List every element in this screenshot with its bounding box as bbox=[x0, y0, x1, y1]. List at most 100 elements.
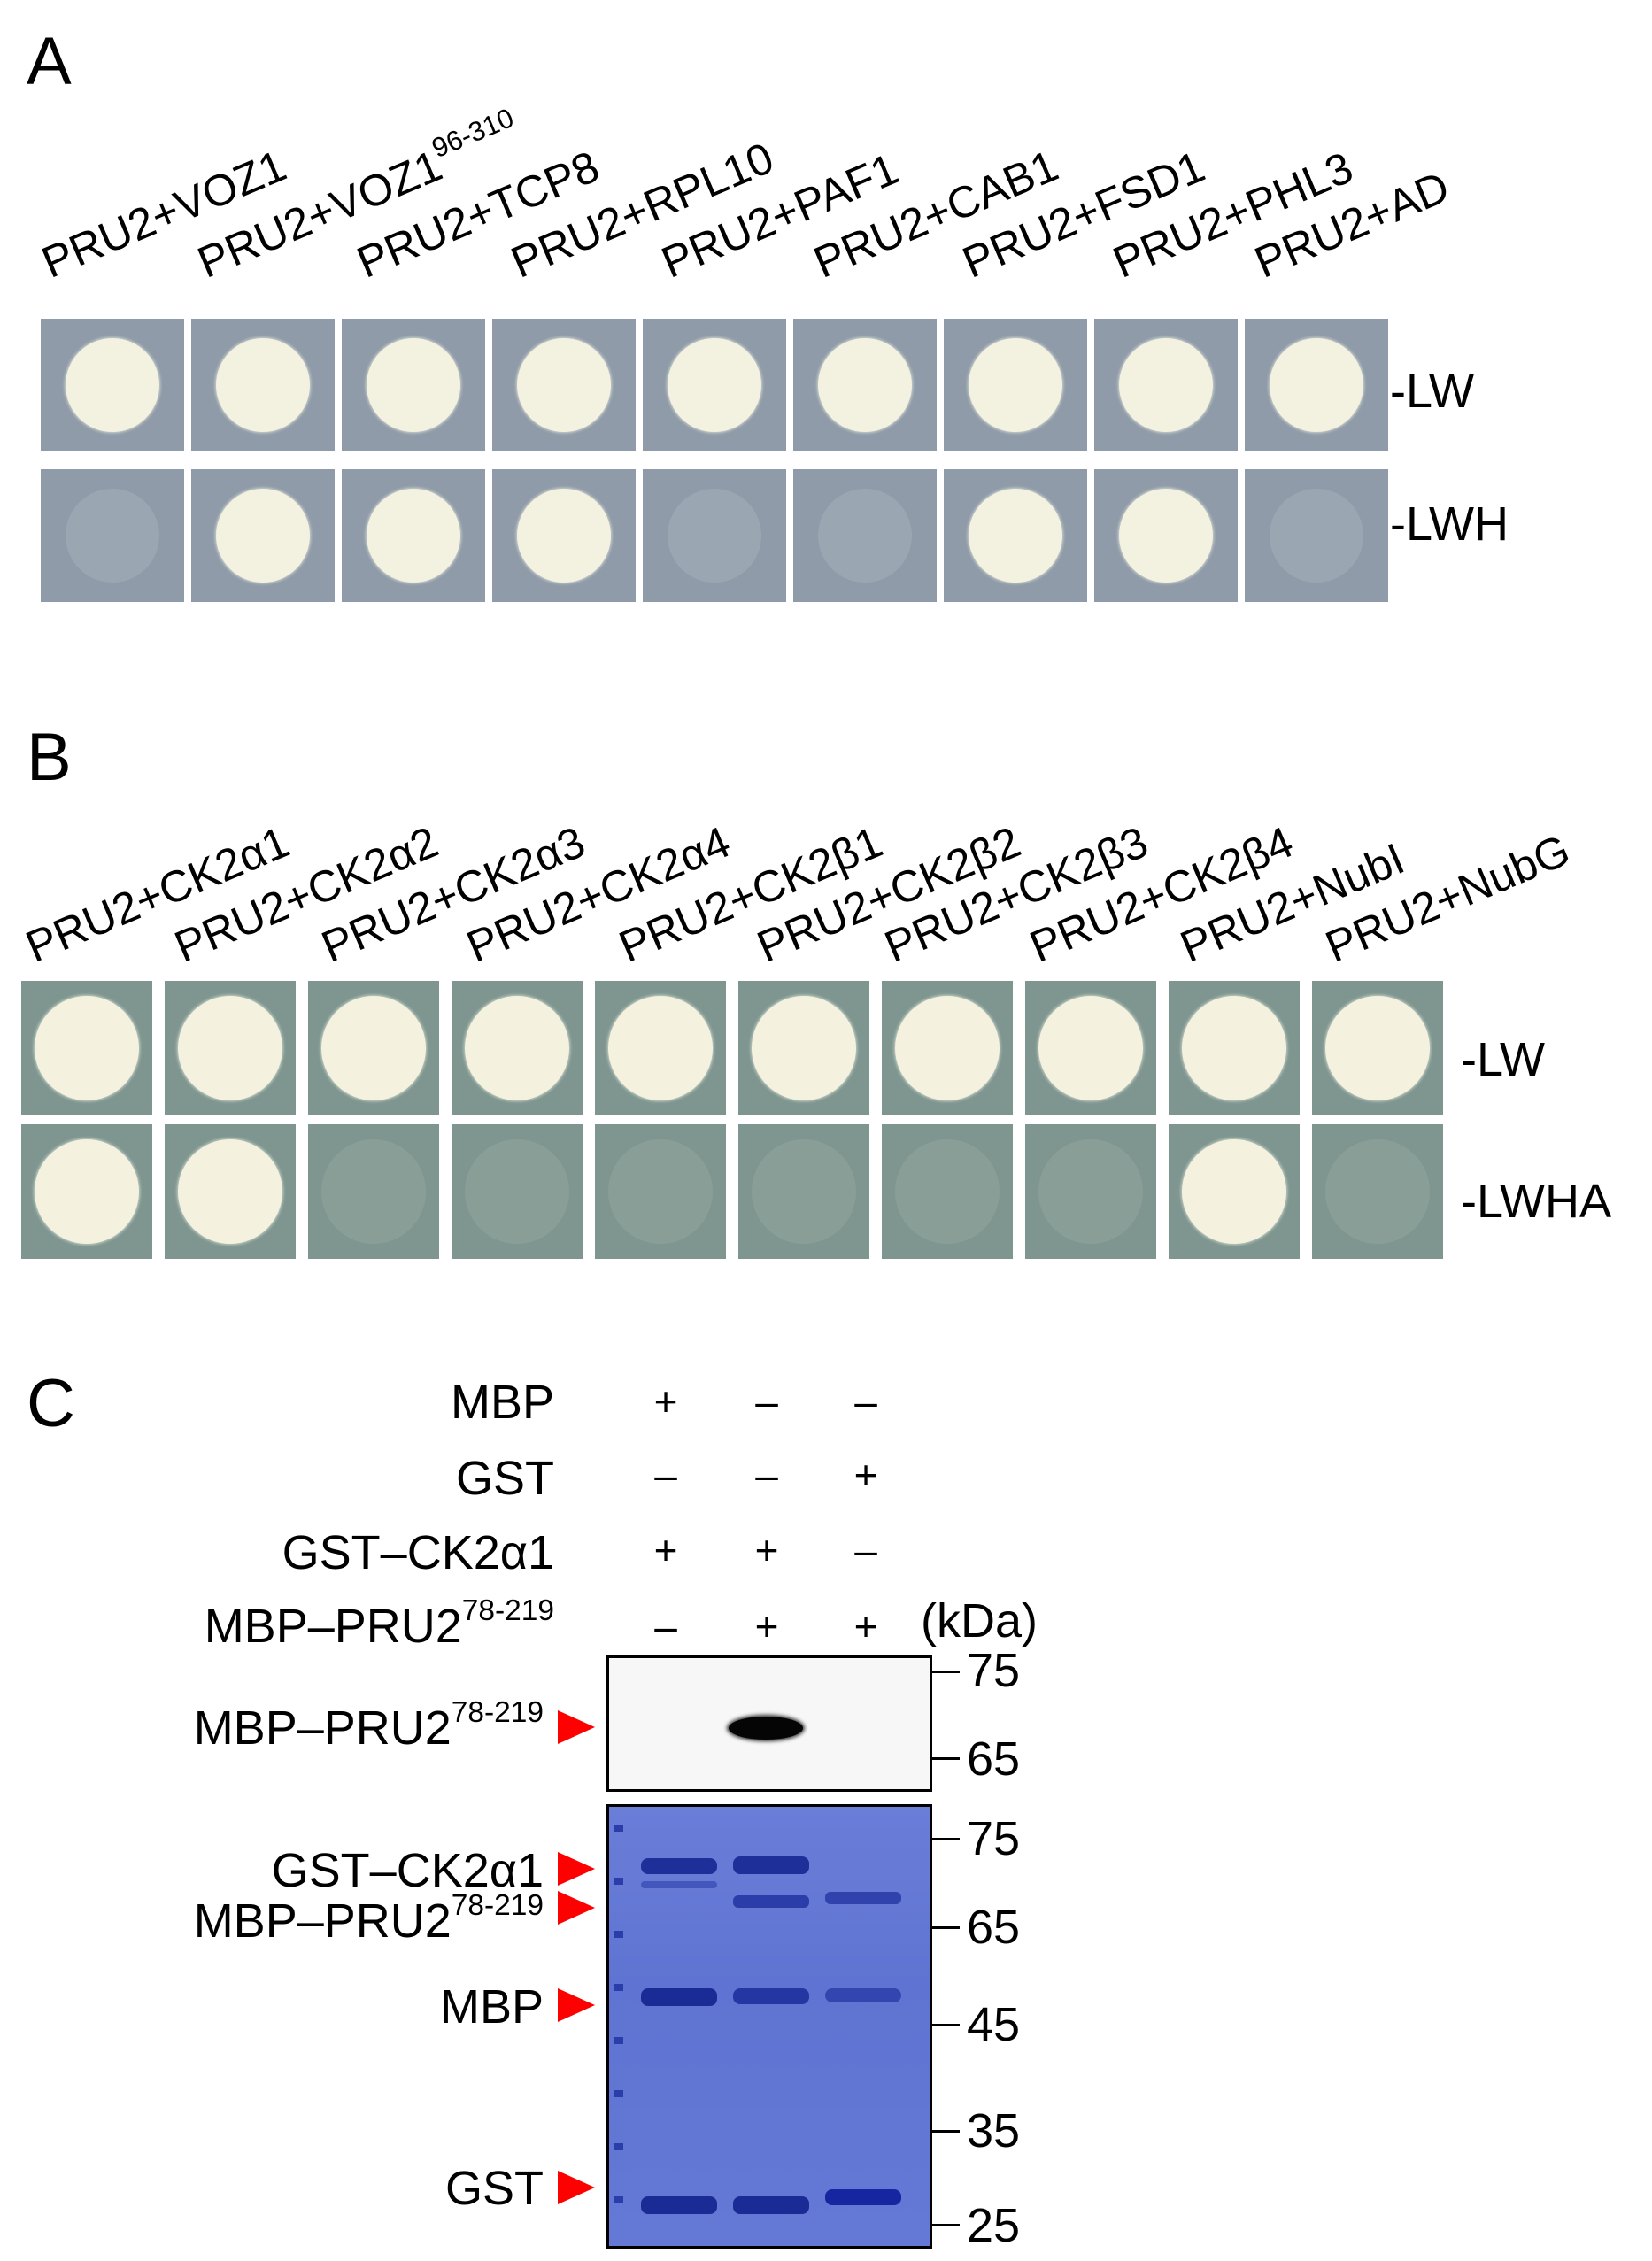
panel-b-letter: B bbox=[27, 720, 72, 795]
plate-tile bbox=[41, 469, 184, 602]
colony-no-growth bbox=[895, 1139, 1000, 1244]
plate-tile bbox=[1025, 1124, 1156, 1259]
gel-band bbox=[641, 1858, 717, 1874]
gel-band-label-mbp: MBP bbox=[439, 1980, 544, 2033]
plate-tile bbox=[1094, 319, 1238, 451]
gel-marker-35: 35 bbox=[967, 2104, 1021, 2157]
colony-growth bbox=[1182, 1139, 1286, 1244]
panel-b-row-label-lw: -LW bbox=[1461, 1033, 1545, 1086]
condition-label-gst: GST bbox=[455, 1452, 554, 1505]
panel-c-letter: C bbox=[27, 1366, 75, 1441]
colony-growth bbox=[35, 1139, 139, 1244]
panel-a-row-label-lwh: -LWH bbox=[1390, 498, 1509, 551]
western-band-label: MBP–PRU278-219 bbox=[194, 1698, 544, 1752]
colony-growth bbox=[35, 996, 139, 1100]
sign: – bbox=[755, 1452, 778, 1498]
sign: – bbox=[854, 1378, 877, 1424]
colony-no-growth bbox=[668, 489, 761, 583]
red-arrow bbox=[558, 2171, 595, 2204]
red-arrow bbox=[558, 1710, 595, 1744]
gel-band bbox=[825, 1892, 901, 1904]
colony-growth bbox=[367, 338, 460, 432]
red-arrow bbox=[558, 1988, 595, 2022]
colony-growth bbox=[608, 996, 713, 1100]
plate-tile bbox=[738, 981, 869, 1115]
gel-band-label-mbp-pru2: MBP–PRU278-219 bbox=[194, 1891, 544, 1945]
plate-tile bbox=[944, 319, 1087, 451]
colony-growth bbox=[969, 489, 1062, 583]
plate-tile bbox=[1169, 1124, 1300, 1259]
colony-no-growth bbox=[1038, 1139, 1143, 1244]
plate-tile bbox=[793, 319, 937, 451]
colony-growth bbox=[818, 338, 912, 432]
plate-tile bbox=[595, 1124, 726, 1259]
marker-tick bbox=[930, 1757, 960, 1760]
colony-growth bbox=[752, 996, 856, 1100]
gel-marker-75: 75 bbox=[967, 1812, 1021, 1865]
panel-b-row-label-lwha: -LWHA bbox=[1461, 1175, 1611, 1228]
plate-tile bbox=[944, 469, 1087, 602]
colony-growth bbox=[668, 338, 761, 432]
plate-tile bbox=[1094, 469, 1238, 602]
plate-tile bbox=[1312, 1124, 1443, 1259]
gel-band bbox=[641, 1881, 717, 1888]
colony-growth bbox=[66, 338, 159, 432]
sign: + bbox=[853, 1452, 878, 1498]
plate-tile bbox=[41, 319, 184, 451]
kda-label: (kDa) bbox=[921, 1594, 1038, 1648]
plate-tile bbox=[452, 1124, 583, 1259]
gel-band bbox=[733, 1988, 809, 2004]
marker-tick bbox=[930, 2024, 960, 2026]
sign: + bbox=[754, 1527, 779, 1573]
gel-marker-45: 45 bbox=[967, 1998, 1021, 2051]
gel-band bbox=[641, 1988, 717, 2006]
gel-band bbox=[641, 2196, 717, 2214]
condition-label-mbp-pru2-text: MBP–PRU2 bbox=[204, 1600, 462, 1653]
plate-tile bbox=[342, 319, 485, 451]
gel-band bbox=[733, 1895, 809, 1908]
sign: + bbox=[853, 1603, 878, 1649]
colony-growth bbox=[969, 338, 1062, 432]
colony-growth bbox=[216, 338, 310, 432]
condition-label-mbp-pru2: MBP–PRU278-219 bbox=[204, 1596, 554, 1653]
gel-band-label-gst-ck2a1: GST–CK2α1 bbox=[271, 1844, 544, 1897]
plate-tile bbox=[492, 469, 636, 602]
colony-no-growth bbox=[752, 1139, 856, 1244]
plate-tile bbox=[492, 319, 636, 451]
colony-no-growth bbox=[66, 489, 159, 583]
plate-tile bbox=[1025, 981, 1156, 1115]
western-band-label-sup: 78-219 bbox=[451, 1695, 544, 1729]
plate-tile bbox=[165, 1124, 296, 1259]
western-marker-75: 75 bbox=[967, 1644, 1021, 1697]
gel-marker-lane bbox=[614, 1825, 623, 2232]
condition-label-gst-ck2a1: GST–CK2α1 bbox=[282, 1526, 554, 1579]
panel-a-row-label-lw: -LW bbox=[1390, 365, 1474, 418]
plate-tile bbox=[882, 1124, 1013, 1259]
colony-growth bbox=[367, 489, 460, 583]
sign: – bbox=[755, 1378, 778, 1424]
plate-tile bbox=[595, 981, 726, 1115]
colony-no-growth bbox=[465, 1139, 569, 1244]
gel-band bbox=[733, 2196, 809, 2214]
red-arrow bbox=[558, 1852, 595, 1886]
plate-tile bbox=[1312, 981, 1443, 1115]
plate-tile bbox=[191, 319, 335, 451]
marker-tick bbox=[930, 2224, 960, 2226]
gel-band-label-mbp-pru2-sup: 78-219 bbox=[451, 1888, 544, 1922]
marker-tick bbox=[930, 1926, 960, 1929]
sign: – bbox=[654, 1603, 677, 1649]
colony-growth bbox=[465, 996, 569, 1100]
colony-growth bbox=[895, 996, 1000, 1100]
colony-no-growth bbox=[1325, 1139, 1430, 1244]
western-marker-65: 65 bbox=[967, 1732, 1021, 1786]
colony-growth bbox=[178, 1139, 282, 1244]
marker-tick bbox=[930, 2130, 960, 2133]
sign: + bbox=[653, 1527, 678, 1573]
plate-tile bbox=[1245, 319, 1388, 451]
sign: – bbox=[654, 1452, 677, 1498]
gel-band bbox=[825, 2189, 901, 2205]
western-blot-box bbox=[606, 1655, 932, 1792]
gel-band-label-gst: GST bbox=[444, 2162, 544, 2215]
plate-tile bbox=[165, 981, 296, 1115]
colony-growth bbox=[517, 489, 611, 583]
